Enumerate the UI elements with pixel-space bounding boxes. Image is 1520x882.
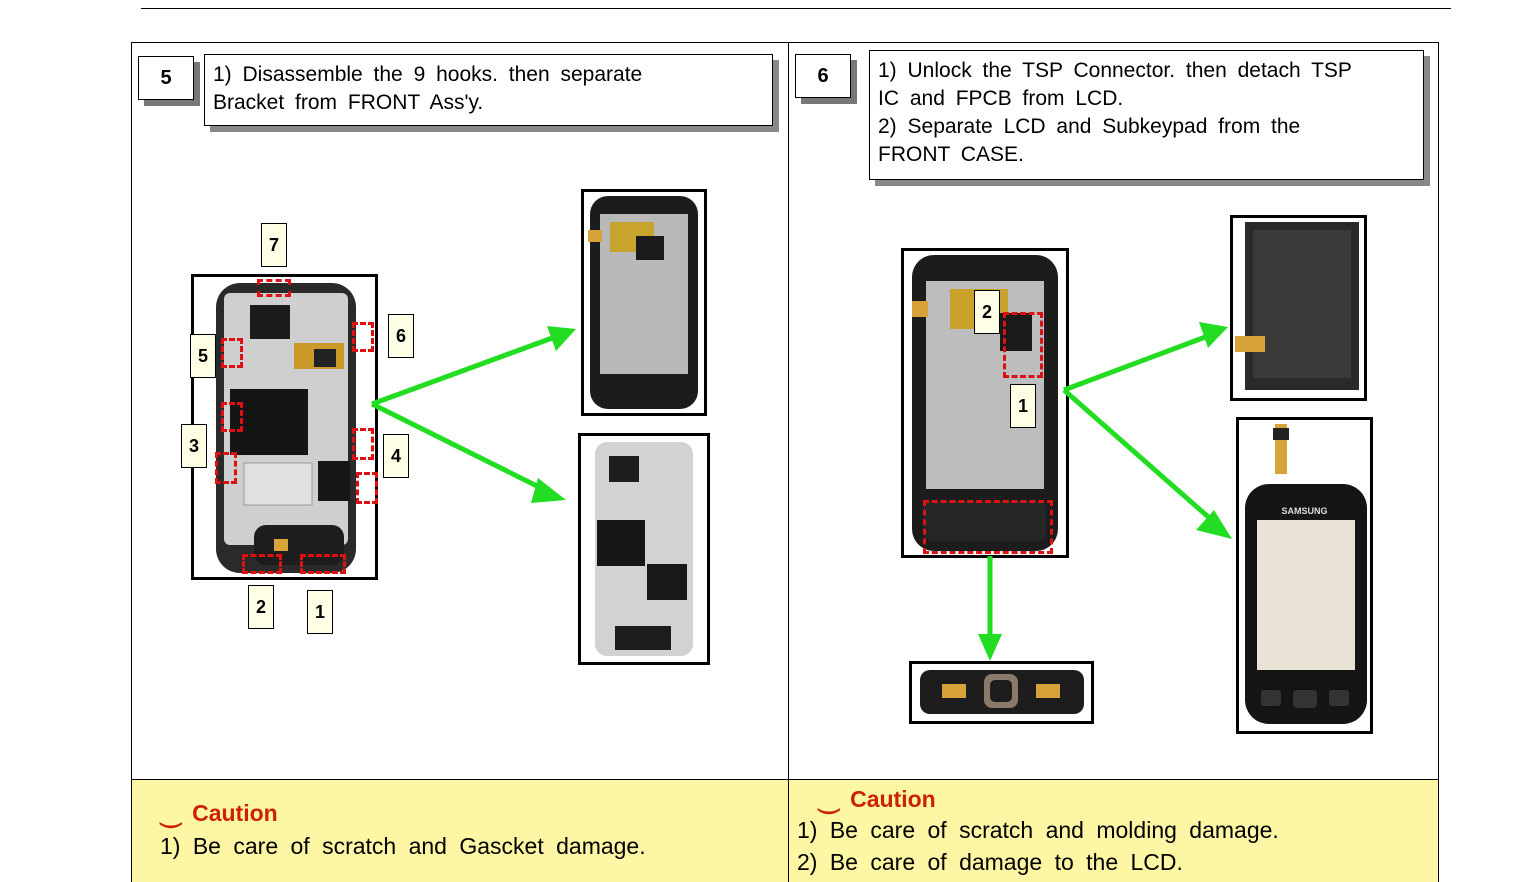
callout-label: 1	[307, 590, 333, 634]
hook-marker-1	[300, 554, 346, 574]
arrow-to-bracket	[370, 401, 547, 493]
instruction-line: Bracket from FRONT Ass'y.	[213, 91, 484, 114]
step-instruction: 1) Disassemble the 9 hooks. then separat…	[204, 54, 773, 126]
caution-heading: ⏝ Caution	[160, 800, 278, 827]
arrow-head	[547, 326, 576, 351]
hook-marker-2	[242, 554, 282, 574]
step-instruction: 1) Unlock the TSP Connector. then detach…	[869, 50, 1424, 180]
arrow-head	[1199, 322, 1228, 348]
arrow-head	[1196, 510, 1232, 539]
arrow-to-front-assy	[371, 334, 556, 407]
callout-label: 7	[261, 223, 287, 267]
lcd-photo	[1230, 215, 1367, 401]
caution-heading: ⏝ Caution	[818, 786, 936, 813]
procedure-table	[131, 42, 1439, 882]
arrow-to-lcd	[1063, 333, 1209, 393]
caution-panel-step5	[132, 780, 788, 882]
tsp-front-case-illustration	[1245, 424, 1367, 724]
instruction-line: 1) Disassemble the 9 hooks. then separat…	[213, 63, 643, 86]
caution-icon: ⏝	[160, 800, 183, 826]
callout-label: 2	[248, 585, 274, 629]
caution-divider	[131, 779, 1439, 780]
tsp-front-case-photo: SAMSUNG	[1236, 417, 1373, 734]
arrow-head	[978, 634, 1002, 661]
column-divider	[788, 42, 789, 882]
lcd-assy-illustration	[912, 255, 1058, 551]
hook-marker-4a	[352, 428, 374, 460]
caution-title: Caution	[850, 786, 936, 812]
instruction-line: IC and FPCB from LCD.	[878, 87, 1124, 110]
front-assy-illustration	[216, 283, 356, 573]
step-number-badge: 6	[795, 54, 851, 98]
callout-label: 4	[383, 434, 409, 478]
caution-title: Caution	[192, 800, 278, 826]
caution-panel-step6	[789, 780, 1438, 882]
step-number-badge: 5	[138, 56, 194, 100]
lcd-illustration	[1235, 222, 1359, 390]
instruction-line: FRONT CASE.	[878, 143, 1024, 166]
bracket-photo	[578, 433, 710, 665]
front-assy-result-photo	[581, 189, 707, 416]
arrow-to-tsp	[1062, 388, 1216, 524]
brand-logo-text: SAMSUNG	[1281, 506, 1328, 516]
subkeypad-illustration	[920, 670, 1084, 714]
subkeypad-marker	[923, 500, 1053, 554]
subkeypad-photo	[909, 661, 1094, 724]
callout-label: 6	[388, 314, 414, 358]
caution-icon: ⏝	[818, 786, 841, 812]
hook-marker-5	[221, 338, 243, 368]
callout-label: 1	[1010, 384, 1036, 428]
front-assy-result-illustration	[588, 196, 698, 409]
callout-label: 2	[974, 290, 1000, 334]
hook-marker-7	[257, 279, 291, 297]
callout-label: 5	[190, 334, 216, 378]
hook-marker-3a	[221, 402, 243, 432]
hook-marker-3b	[215, 452, 237, 484]
caution-text: 1) Be care of scratch and Gascket damage…	[160, 833, 646, 859]
caution-text: 2) Be care of damage to the LCD.	[797, 849, 1183, 875]
header-rule	[141, 8, 1451, 9]
callout-label: 3	[181, 424, 207, 468]
hook-marker-4b	[356, 472, 378, 504]
hook-marker-6	[352, 322, 374, 352]
instruction-line: 1) Unlock the TSP Connector. then detach…	[878, 59, 1352, 82]
instruction-line: 2) Separate LCD and Subkeypad from the	[878, 115, 1301, 138]
caution-text: 1) Be care of scratch and molding damage…	[797, 817, 1279, 843]
tsp-connector-marker	[1003, 312, 1043, 378]
bracket-illustration	[595, 442, 693, 656]
arrow-head	[531, 478, 566, 503]
